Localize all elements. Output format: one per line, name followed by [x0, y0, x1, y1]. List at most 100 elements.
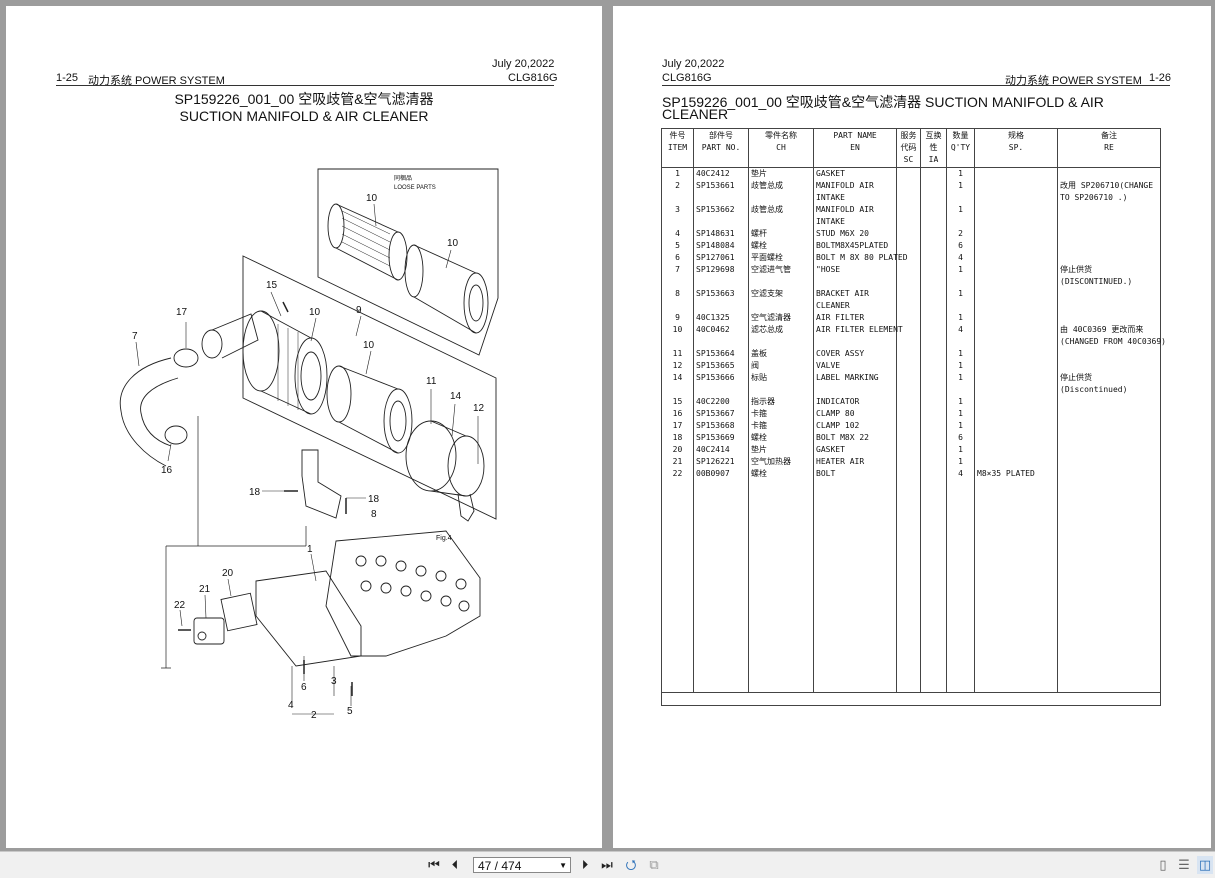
cell-sp: [974, 228, 1058, 240]
cell-part-no: 40C1325: [693, 312, 749, 324]
cell-qty: [946, 336, 975, 348]
cell-empty: [896, 216, 921, 228]
clamp-17: [173, 348, 199, 368]
dropdown-arrow-icon[interactable]: ▼: [559, 861, 567, 870]
cell-sp: [974, 432, 1058, 444]
cell-sp: [974, 264, 1058, 276]
cell-sp: [974, 456, 1058, 468]
cell-part-no: 40C2200: [693, 396, 749, 408]
cell-sp: [974, 300, 1058, 312]
cell-empty: [920, 276, 947, 288]
cell-item: [661, 216, 694, 228]
cell-empty: [896, 480, 921, 693]
cell-empty: [920, 336, 947, 348]
cell-re: 停止供货: [1057, 264, 1161, 276]
next-page-icon[interactable]: ⏵: [581, 857, 589, 872]
cell-empty: [896, 240, 921, 252]
column-header-cn: 部件号: [709, 131, 733, 140]
callout-14: 14: [450, 391, 462, 402]
cell-item: 12: [661, 360, 694, 372]
cell-en: COVER ASSY: [813, 348, 897, 360]
cell-empty: [896, 456, 921, 468]
pdf-toolbar: ⏮ ⏴ 47 / 474 ▼ ⏵ ⏭ ⭯ ⧉ ▯ ☰ ◫: [0, 851, 1215, 878]
callout-21: 21: [199, 584, 211, 595]
cell-ch: 空滤支架: [748, 288, 814, 300]
cell-en: BRACKET AIR: [813, 288, 897, 300]
cell-empty: [896, 360, 921, 372]
cell-item: 16: [661, 408, 694, 420]
cell-empty: [896, 300, 921, 312]
cell-re: [1057, 204, 1161, 216]
cell-item: 9: [661, 312, 694, 324]
last-page-icon[interactable]: ⏭: [601, 857, 613, 872]
cell-sp: [974, 252, 1058, 264]
cell-empty: [896, 264, 921, 276]
table-row: (DISCONTINUED.): [661, 276, 1161, 288]
cell-en: CLEANER: [813, 300, 897, 312]
cell-re: [1057, 252, 1161, 264]
cell-en: CLAMP 80: [813, 408, 897, 420]
two-page-view-icon[interactable]: ◫: [1197, 856, 1213, 874]
first-page-icon[interactable]: ⏮: [428, 857, 440, 872]
table-row: (CHANGED FROM 40C0369): [661, 336, 1166, 348]
cell-empty: [896, 192, 921, 204]
cell-en: MANIFOLD AIR: [813, 180, 897, 192]
intake-manifold: [255, 570, 362, 667]
cover-assy: [405, 420, 485, 522]
callout-10b: 10: [447, 238, 459, 249]
cell-ch: 垫片: [748, 444, 814, 456]
cell-item: 22: [661, 468, 694, 480]
cell-part-no: [693, 336, 749, 348]
cell-ch: [748, 216, 814, 228]
cell-empty: [946, 480, 975, 693]
cell-part-no: [693, 384, 749, 396]
previous-page-icon[interactable]: ⏴: [451, 857, 459, 872]
cell-item: 20: [661, 444, 694, 456]
cell-item: 17: [661, 420, 694, 432]
cell-empty: [896, 396, 921, 408]
cell-part-no: SP153666: [693, 372, 749, 384]
continuous-view-icon[interactable]: ☰: [1178, 857, 1190, 872]
filter-element-10: [326, 365, 413, 454]
cell-qty: 1: [946, 167, 975, 180]
cell-qty: 6: [946, 240, 975, 252]
rotate-view-icon[interactable]: ⭯: [625, 857, 637, 872]
cell-sp: [974, 204, 1058, 216]
cell-empty: [920, 480, 947, 693]
left-header-rule: [56, 85, 554, 86]
callout-10a: 10: [366, 193, 378, 204]
cell-ch: 阀: [748, 360, 814, 372]
cell-re: [1057, 348, 1161, 360]
cell-empty: [920, 264, 947, 276]
cell-sp: M8×35 PLATED: [974, 468, 1058, 480]
cell-re: [1057, 216, 1161, 228]
cell-en: AIR FILTER: [813, 312, 897, 324]
single-page-view-icon[interactable]: ▯: [1159, 857, 1167, 872]
duplicate-view-icon[interactable]: ⧉: [649, 857, 659, 872]
column-header-en: PART NO.: [701, 143, 741, 152]
cell-empty: [896, 348, 921, 360]
cell-empty: [920, 456, 947, 468]
page-number-field[interactable]: 47 / 474 ▼: [473, 857, 571, 873]
cell-empty: [693, 480, 749, 693]
left-date: July 20,2022: [492, 58, 555, 70]
cell-ch: 歧管总成: [748, 180, 814, 192]
cell-en: "HOSE: [813, 264, 897, 276]
callout-10d: 10: [363, 340, 375, 351]
right-page-number: 1-26: [1149, 72, 1172, 84]
cell-empty: [896, 167, 921, 180]
cell-re: 停止供货: [1057, 372, 1161, 384]
cell-empty: [920, 420, 947, 432]
cell-sp: [974, 324, 1058, 336]
